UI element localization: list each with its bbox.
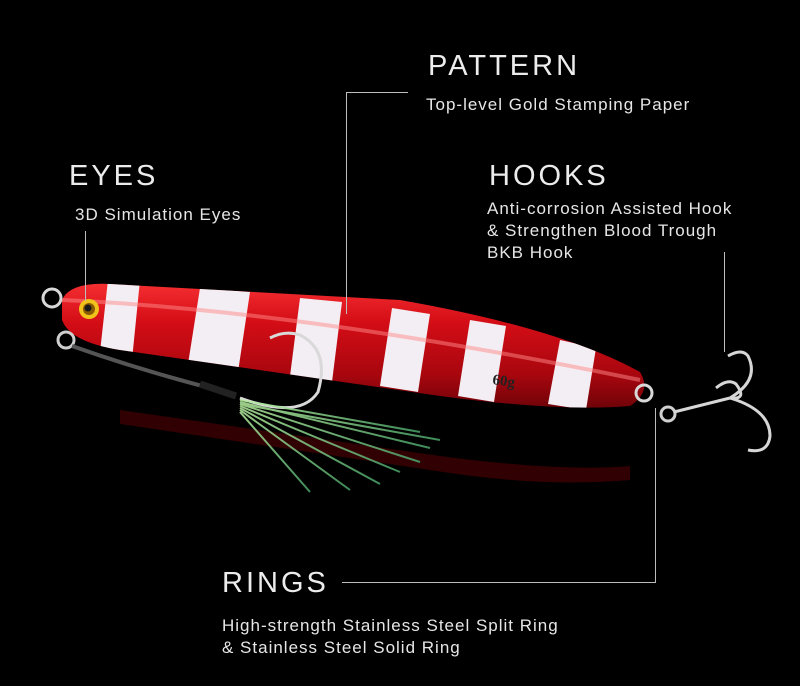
pattern-callout-line-v — [346, 92, 347, 314]
eyes-callout-line — [85, 231, 86, 301]
eyes-description: 3D Simulation Eyes — [75, 205, 242, 224]
rings-desc-line-2: & Stainless Steel Solid Ring — [222, 638, 461, 657]
rear-split-ring — [634, 383, 654, 403]
hooks-desc-line-1: Anti-corrosion Assisted Hook — [487, 199, 733, 218]
eyes-title: EYES — [69, 160, 159, 192]
hooks-desc-line-2: & Strengthen Blood Trough — [487, 221, 718, 240]
front-split-ring — [41, 287, 63, 309]
pattern-callout-line-h — [346, 92, 408, 93]
lure-skirt — [239, 399, 441, 493]
weight-label: 60g — [491, 372, 516, 391]
rings-title: RINGS — [222, 567, 329, 599]
lure-body — [62, 283, 645, 408]
lure-eye — [79, 299, 99, 319]
pattern-description: Top-level Gold Stamping Paper — [426, 95, 691, 114]
pattern-title: PATTERN — [428, 50, 581, 82]
hooks-callout-line — [724, 252, 725, 352]
rings-callout-line-h — [342, 582, 656, 583]
rings-description: High-strength Stainless Steel Split Ring… — [222, 615, 559, 659]
hooks-desc-line-3: BKB Hook — [487, 243, 574, 262]
rings-desc-line-1: High-strength Stainless Steel Split Ring — [222, 616, 559, 635]
hooks-description: Anti-corrosion Assisted Hook & Strengthe… — [487, 198, 732, 264]
hooks-title: HOOKS — [489, 160, 609, 192]
rings-callout-line-v — [655, 408, 656, 583]
treble-hook — [673, 350, 772, 453]
